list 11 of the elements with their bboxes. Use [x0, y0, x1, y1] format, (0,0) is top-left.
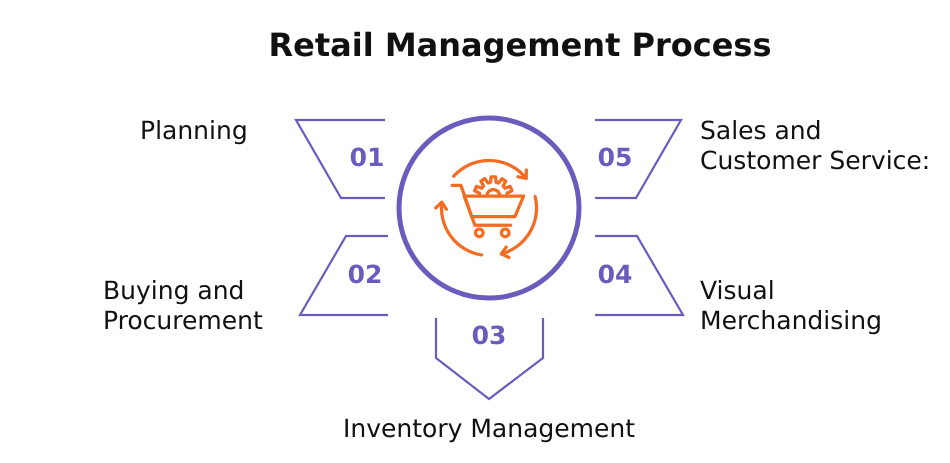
step-number: 03 — [472, 322, 506, 350]
step-number: 01 — [350, 144, 384, 172]
step-label: Visual Merchandising — [700, 276, 883, 336]
title: Retail Management Process — [268, 26, 772, 64]
step-label: Planning — [140, 116, 248, 146]
step-label: Buying and Procurement — [103, 276, 264, 336]
step-number: 04 — [598, 261, 632, 289]
step-label: Sales and Customer Service: — [700, 116, 932, 176]
step-number: 05 — [598, 144, 632, 172]
step-label: Inventory Management — [342, 414, 636, 444]
step-number: 02 — [348, 261, 382, 289]
